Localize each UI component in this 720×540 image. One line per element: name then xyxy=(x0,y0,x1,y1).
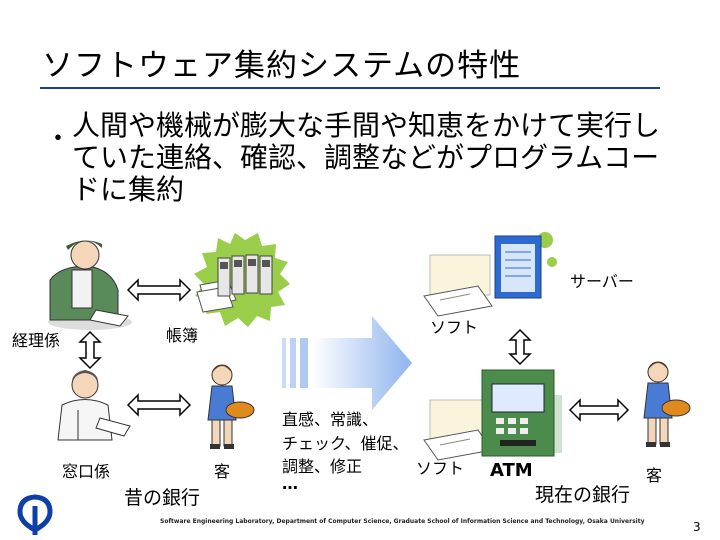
accountant-label: 経理係 xyxy=(12,331,61,350)
software-icon-top xyxy=(423,254,493,317)
page-number: 3 xyxy=(693,520,701,534)
old-bank-caption: 昔の銀行 xyxy=(124,487,201,509)
ledger-label: 帳簿 xyxy=(166,326,199,345)
software-icon-bottom xyxy=(423,399,493,461)
customer-figure-old xyxy=(207,364,255,449)
server-label: サーバー xyxy=(570,272,634,291)
customer-figure-new xyxy=(643,361,691,447)
new-bank-caption: 現在の銀行 xyxy=(535,484,631,506)
teller-figure xyxy=(57,370,131,441)
university-logo-icon xyxy=(17,494,53,535)
software-label-bottom: ソフト xyxy=(416,459,465,478)
server-icon xyxy=(494,232,557,299)
ledger-burst-icon xyxy=(194,233,290,327)
footer-text: Software Engineering Laboratory, Departm… xyxy=(160,518,645,525)
customer-label-new: 客 xyxy=(646,466,663,485)
atm-customer-arrow xyxy=(568,398,630,422)
teller-label: 窓口係 xyxy=(62,462,111,481)
atm-icon xyxy=(481,369,562,457)
software-link-arrow xyxy=(508,328,532,366)
slide-title: ソフトウェア集約システムの特性 xyxy=(42,48,522,84)
customer-label-old: 客 xyxy=(214,462,231,481)
process-line-3: 調整、修正 xyxy=(282,457,363,476)
process-line-2: チェック、催促、 xyxy=(282,434,409,453)
process-line-4: … xyxy=(282,474,298,493)
bullet-text: 人間や機械が膨大な手間や知恵をかけて実行していた連絡、確認、調整などがプログラム… xyxy=(72,109,661,206)
software-label-top: ソフト xyxy=(430,318,479,337)
bullet-marker: ・ xyxy=(45,124,72,154)
process-line-1: 直感、常識、 xyxy=(282,410,379,429)
accountant-figure xyxy=(48,240,132,330)
atm-label: ATM xyxy=(490,460,533,481)
old-bank-arrows xyxy=(78,278,192,417)
transition-arrow xyxy=(282,316,412,410)
title-underline xyxy=(40,87,660,89)
